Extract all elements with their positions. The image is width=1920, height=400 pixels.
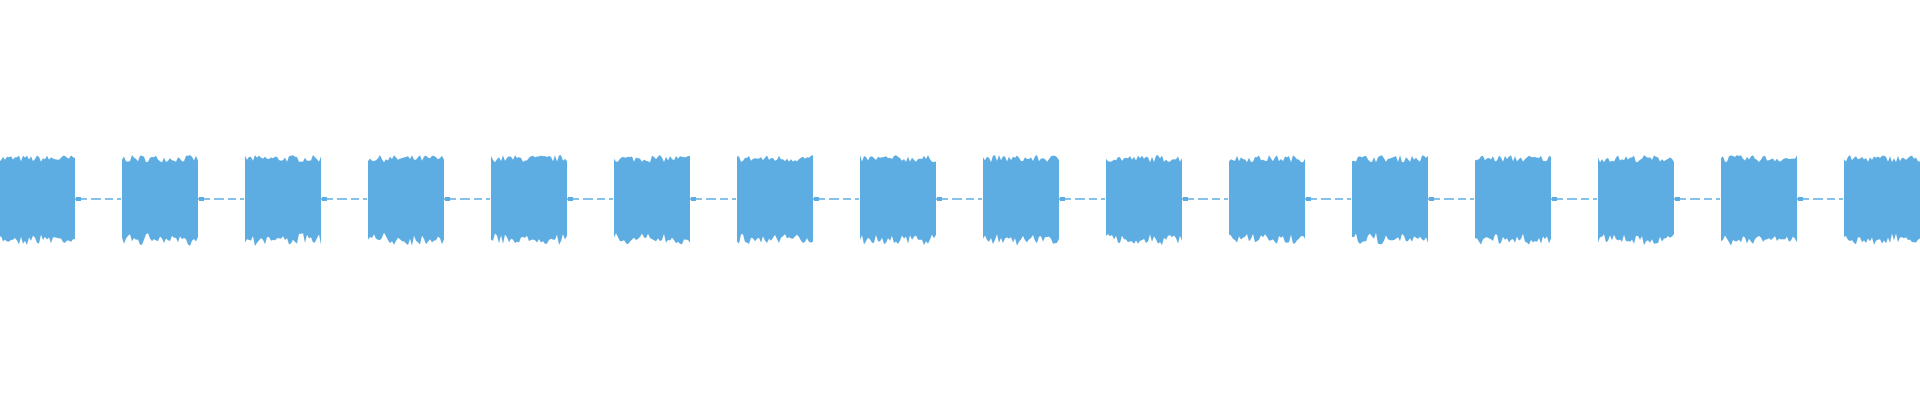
waveform-burst — [860, 155, 936, 246]
waveform-burst — [1475, 155, 1551, 245]
waveform-burst — [1721, 155, 1797, 246]
waveform-blip — [322, 197, 327, 201]
waveform-burst — [245, 155, 321, 247]
waveform-blip — [937, 197, 942, 201]
waveform-blip — [199, 197, 204, 201]
waveform-bursts — [0, 155, 1920, 247]
waveform-burst — [614, 155, 690, 245]
waveform-blip — [691, 197, 696, 201]
waveform-burst — [0, 155, 75, 245]
waveform-burst — [1352, 155, 1428, 245]
waveform-burst — [737, 155, 813, 244]
waveform-burst — [491, 155, 567, 245]
waveform-burst — [983, 155, 1059, 246]
waveform-blip — [814, 197, 819, 201]
waveform-burst — [1598, 155, 1674, 246]
waveform-blip — [1429, 197, 1434, 201]
waveform-blip — [1552, 197, 1557, 201]
waveform-burst — [368, 155, 444, 246]
waveform-burst — [1844, 155, 1920, 245]
waveform-burst — [1229, 155, 1305, 244]
waveform-blip — [1060, 197, 1065, 201]
waveform-blip — [1675, 197, 1680, 201]
waveform-blip — [76, 197, 81, 201]
waveform-blip — [445, 197, 450, 201]
waveform-blip — [1306, 197, 1311, 201]
waveform-blip — [568, 197, 573, 201]
waveform-blip — [1798, 197, 1803, 201]
waveform-blip — [1183, 197, 1188, 201]
waveform-burst — [122, 155, 198, 246]
waveform-burst — [1106, 155, 1182, 246]
